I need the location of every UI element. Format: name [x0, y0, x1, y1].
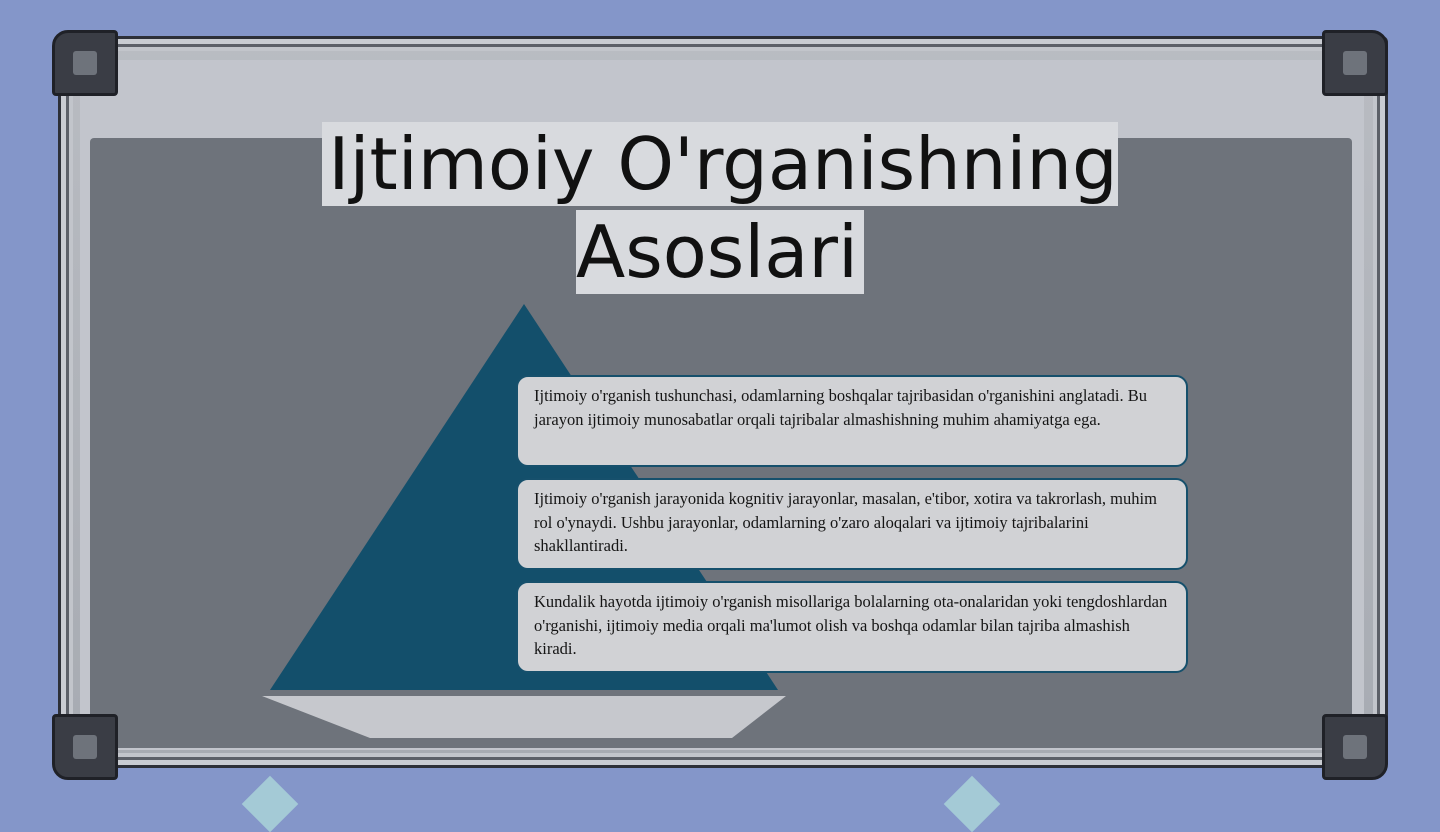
frame-corner-bottom-right [1322, 714, 1388, 780]
info-card-text: Ijtimoiy o'rganish jarayonida kognitiv j… [534, 489, 1157, 555]
slide-title: Ijtimoiy O'rganishning Asoslari [240, 120, 1200, 296]
info-card-text: Kundalik hayotda ijtimoiy o'rganish miso… [534, 592, 1168, 658]
info-card-2: Ijtimoiy o'rganish jarayonida kognitiv j… [516, 478, 1188, 570]
frame-corner-top-right [1322, 30, 1388, 96]
frame-corner-top-left [52, 30, 118, 96]
diamond-decoration-icon [943, 775, 1001, 832]
info-card-3: Kundalik hayotda ijtimoiy o'rganish miso… [516, 581, 1188, 673]
info-card-1: Ijtimoiy o'rganish tushunchasi, odamlarn… [516, 375, 1188, 467]
frame-corner-bottom-left [52, 714, 118, 780]
info-card-text: Ijtimoiy o'rganish tushunchasi, odamlarn… [534, 386, 1147, 429]
diamond-decoration-icon [241, 775, 299, 832]
